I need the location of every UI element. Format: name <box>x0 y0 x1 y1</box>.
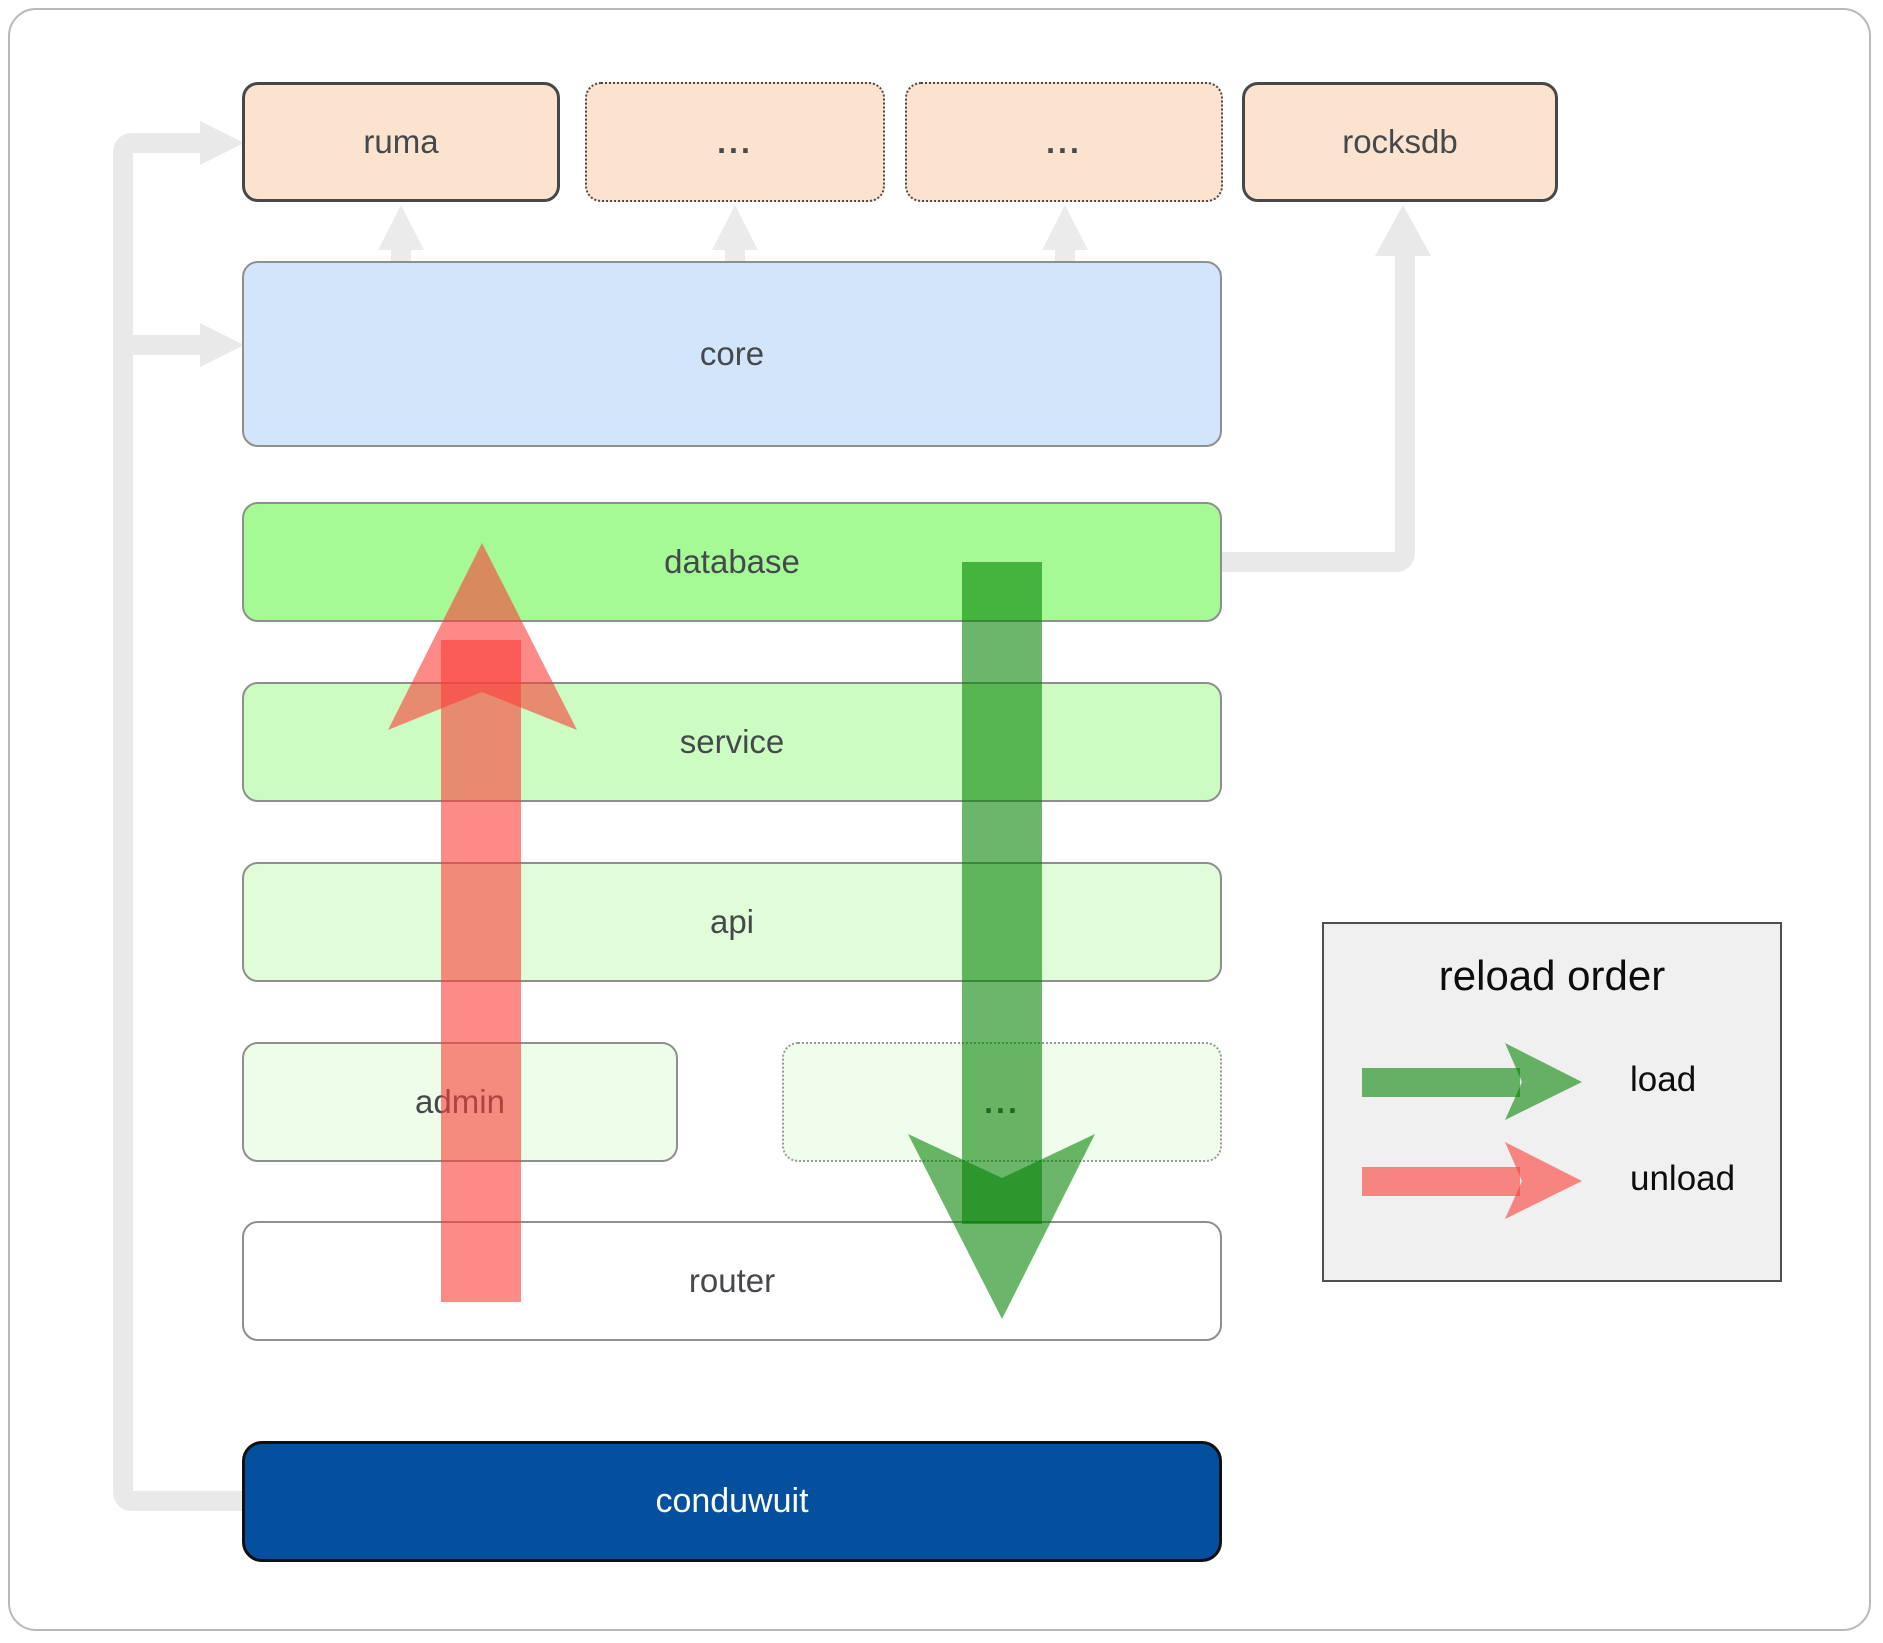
node-conduwuit: conduwuit <box>242 1441 1222 1562</box>
node-service-label: service <box>679 723 785 760</box>
node-core-label: core <box>699 335 765 372</box>
node-ellipsis-top-1-label: ... <box>717 123 753 160</box>
legend-unload-label: unload <box>1630 1159 1736 1198</box>
node-rocksdb-label: rocksdb <box>1342 123 1458 160</box>
node-conduwuit-label: conduwuit <box>655 1482 809 1520</box>
node-ellipsis-top-2: ... <box>905 82 1223 202</box>
node-ruma: ruma <box>242 82 560 202</box>
node-api: api <box>242 862 1222 982</box>
node-admin: admin <box>242 1042 678 1162</box>
node-rocksdb: rocksdb <box>1242 82 1558 202</box>
node-router-label: router <box>688 1262 776 1299</box>
node-service: service <box>242 682 1222 802</box>
legend-load-label: load <box>1630 1060 1697 1099</box>
node-core: core <box>242 261 1222 447</box>
legend: reload order load unload <box>1322 922 1782 1282</box>
diagram-border <box>8 8 1871 1631</box>
node-ellipsis-top-1: ... <box>585 82 885 202</box>
legend-title: reload order <box>1438 952 1666 999</box>
node-ellipsis-mid: ... <box>782 1042 1222 1162</box>
node-api-label: api <box>709 903 755 940</box>
node-admin-label: admin <box>415 1083 505 1120</box>
node-ellipsis-top-2-label: ... <box>1046 123 1082 160</box>
node-database-label: database <box>664 543 800 580</box>
node-router: router <box>242 1221 1222 1341</box>
node-database: database <box>242 502 1222 622</box>
node-ruma-label: ruma <box>363 123 439 160</box>
node-ellipsis-mid-label: ... <box>984 1083 1020 1120</box>
